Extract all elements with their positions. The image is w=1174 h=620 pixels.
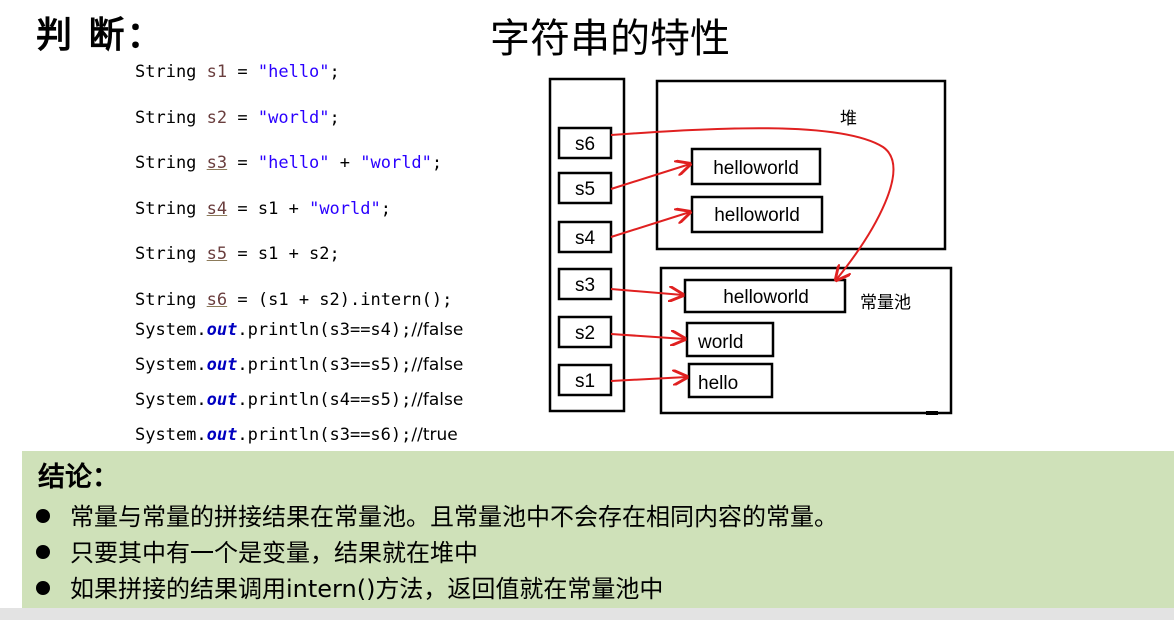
code-line-3: String s3 = "hello" + "world"; (135, 153, 443, 173)
bullet-icon (36, 509, 50, 523)
code-line-4: String s4 = s1 + "world"; (135, 199, 391, 219)
svg-text:helloworld: helloworld (713, 158, 799, 179)
svg-text:helloworld: helloworld (723, 287, 809, 308)
reference-arrows (610, 127, 895, 381)
svg-text:helloworld: helloworld (714, 205, 800, 226)
memory-diagram: s6 s5 s4 s3 s2 s1 堆 helloworld helloworl… (548, 77, 953, 415)
arrow-s4-heap (610, 212, 690, 238)
print-line-2: System.out.println(s3==s5);//false (135, 355, 464, 375)
constant-pool-region (659, 266, 953, 415)
heap-item-1: helloworld (690, 147, 822, 186)
bottom-strip (0, 608, 1174, 620)
svg-text:world: world (697, 332, 743, 353)
bullet-icon (36, 545, 50, 559)
constant-pool-label: 常量池 (860, 293, 911, 313)
code-line-5: String s5 = s1 + s2; (135, 244, 340, 264)
print-line-3: System.out.println(s4==s5);//false (135, 390, 464, 410)
conclusion-bullet-3: 如果拼接的结果调用intern()方法，返回值就在常量池中 (36, 569, 663, 604)
arrow-s2-pool (610, 334, 685, 339)
slide-title: 字符串的特性 (490, 16, 730, 62)
print-line-4: System.out.println(s3==s6);//true (135, 425, 458, 445)
stack-frame (548, 77, 626, 413)
svg-text:s3: s3 (575, 275, 595, 296)
svg-text:s4: s4 (575, 228, 596, 249)
pool-item-helloworld: helloworld (683, 278, 847, 314)
heap-item-2: helloworld (690, 195, 824, 234)
code-line-2: String s2 = "world"; (135, 108, 340, 128)
pool-item-hello: hello (687, 362, 774, 399)
bullet-icon (36, 581, 50, 595)
arrow-s1-pool (610, 377, 687, 381)
arrow-s3-pool (610, 289, 683, 295)
heap-region (655, 79, 947, 251)
pool-item-world: world (685, 321, 775, 358)
conclusion-bullet-2: 只要其中有一个是变量，结果就在堆中 (36, 533, 478, 568)
heap-label: 堆 (840, 109, 857, 129)
section-label: 判 断： (36, 14, 165, 56)
stack-var-s5: s5 (557, 171, 613, 205)
code-line-6: String s6 = (s1 + s2).intern(); (135, 290, 453, 310)
stack-var-s3: s3 (557, 267, 613, 301)
conclusion-bullet-1: 常量与常量的拼接结果在常量池。且常量池中不会存在相同内容的常量。 (36, 497, 838, 532)
arrow-s5-heap (610, 164, 690, 190)
stack-var-s6: s6 (557, 126, 613, 160)
code-line-1: String s1 = "hello"; (135, 62, 340, 82)
print-line-1: System.out.println(s3==s4);//false (135, 320, 464, 340)
stack-var-s1: s1 (557, 363, 613, 397)
svg-text:hello: hello (698, 373, 738, 394)
stack-var-s4: s4 (557, 220, 613, 254)
conclusion-title: 结论： (38, 462, 119, 493)
arrow-s6-pool (610, 127, 895, 280)
stack-var-s2: s2 (557, 315, 613, 349)
svg-text:s1: s1 (575, 371, 595, 392)
conclusion-panel: 结论： 常量与常量的拼接结果在常量池。且常量池中不会存在相同内容的常量。 只要其… (22, 451, 1174, 608)
svg-text:s6: s6 (575, 134, 595, 155)
svg-text:s5: s5 (575, 179, 595, 200)
svg-text:s2: s2 (575, 323, 595, 344)
